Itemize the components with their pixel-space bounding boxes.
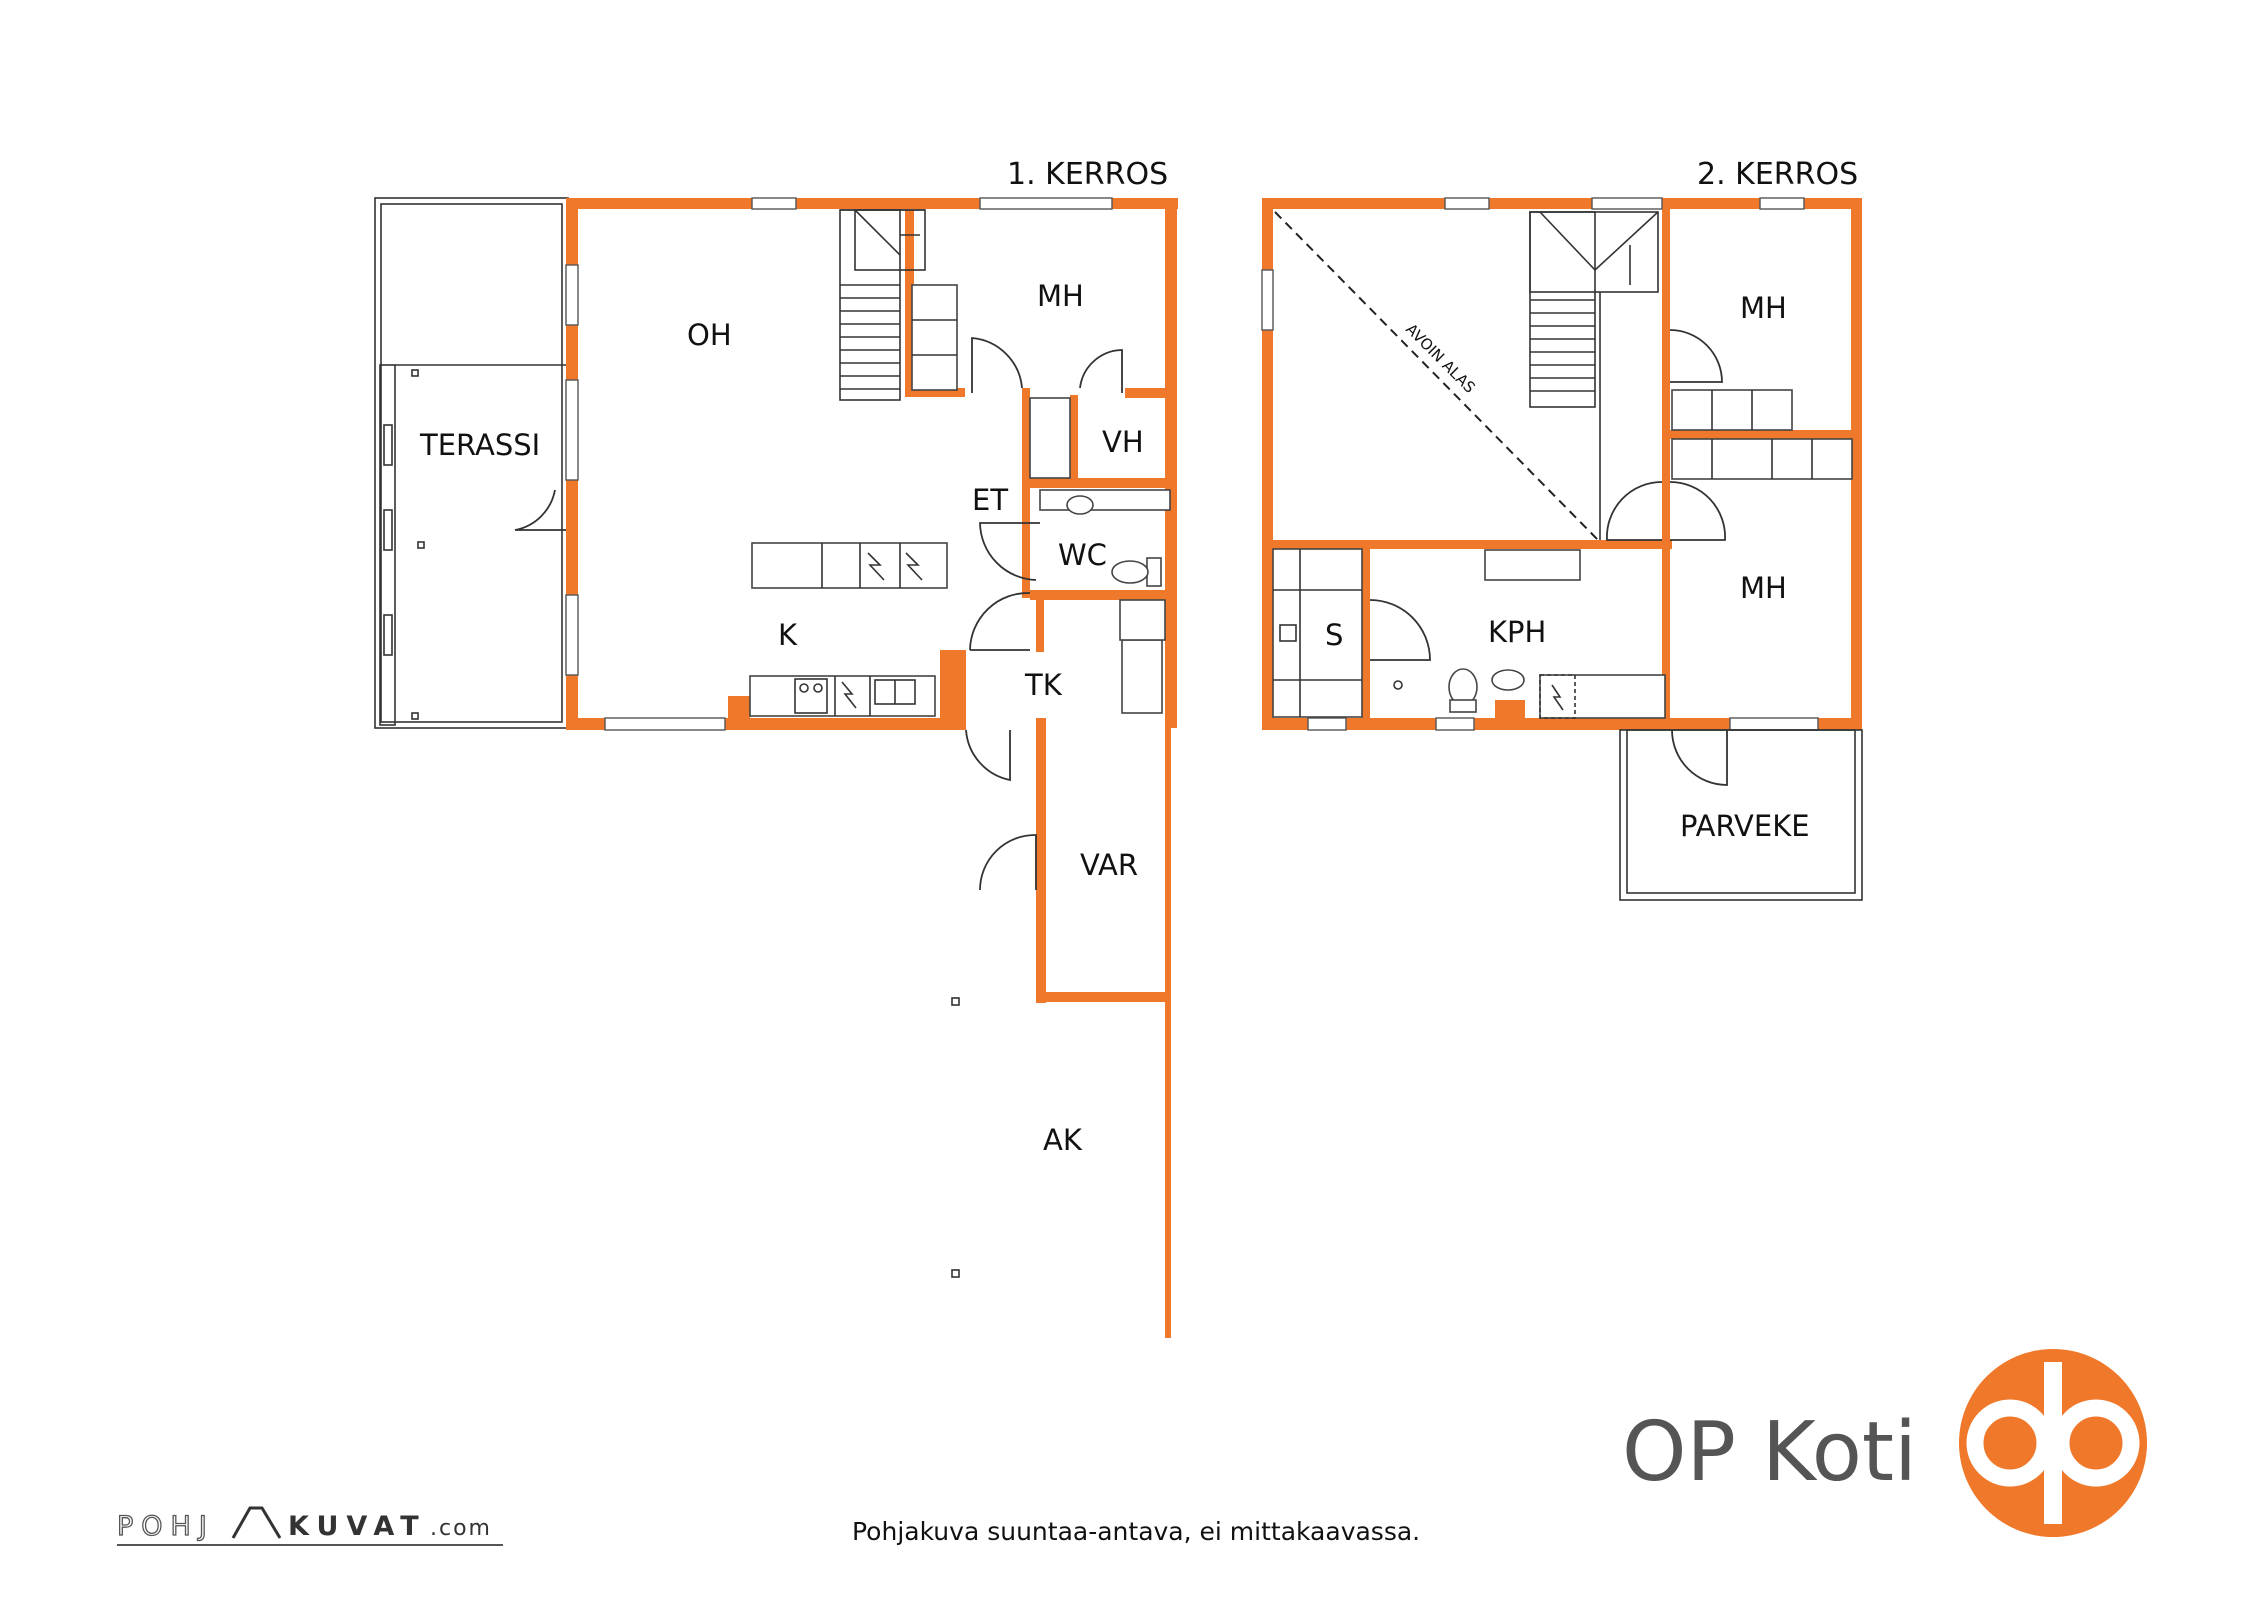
- first-floor: [374, 197, 1178, 1338]
- room-label-mh-top: MH: [1740, 291, 1787, 325]
- room-label-oh: OH: [687, 318, 732, 352]
- room-label-parveke: PARVEKE: [1680, 809, 1810, 843]
- room-label-tk: TK: [1024, 668, 1063, 702]
- first-floor-windows: [565, 197, 1113, 731]
- first-floor-stairs: [839, 209, 926, 401]
- room-label-ak: AK: [1043, 1123, 1083, 1157]
- void-label: AVOIN ALAS: [1402, 320, 1479, 397]
- room-label-vh: VH: [1102, 425, 1144, 459]
- room-label-var: VAR: [1080, 848, 1138, 882]
- pohjakuvat-logo-part-c: .com: [430, 1516, 492, 1541]
- balcony: [1619, 729, 1863, 901]
- terrace: [374, 197, 569, 729]
- first-floor-title: 1. KERROS: [1007, 157, 1168, 192]
- room-label-k: K: [778, 618, 798, 652]
- op-logo-icon: [1959, 1349, 2147, 1537]
- room-label-terassi: TERASSI: [419, 428, 540, 462]
- first-floor-doors: [514, 337, 1123, 891]
- room-label-wc: WC: [1058, 538, 1107, 572]
- kitchen-fixtures: [749, 542, 948, 717]
- second-floor-stairs: [1529, 211, 1659, 540]
- second-floor-walls: [1262, 198, 1862, 730]
- room-label-kph: KPH: [1488, 615, 1546, 649]
- brand-name: OP Koti: [1622, 1405, 1917, 1500]
- pohjakuvat-logo: POHJ KUVAT .com: [116, 1506, 503, 1546]
- second-floor: [1261, 197, 1863, 901]
- room-label-et: ET: [972, 483, 1008, 517]
- second-floor-title: 2. KERROS: [1697, 157, 1858, 192]
- pohjakuvat-logo-part-b: KUVAT: [288, 1511, 427, 1542]
- disclaimer-text: Pohjakuva suuntaa-antava, ei mittakaavas…: [852, 1517, 1420, 1546]
- second-floor-windows: [1261, 197, 1819, 731]
- room-label-s: S: [1325, 618, 1343, 652]
- room-label-mh-first: MH: [1037, 279, 1084, 313]
- second-floor-doors: [1369, 329, 1728, 786]
- room-label-mh-bottom: MH: [1740, 571, 1787, 605]
- first-floor-walls: [566, 198, 1178, 1338]
- pohjakuvat-logo-part-a: POHJ: [117, 1511, 215, 1542]
